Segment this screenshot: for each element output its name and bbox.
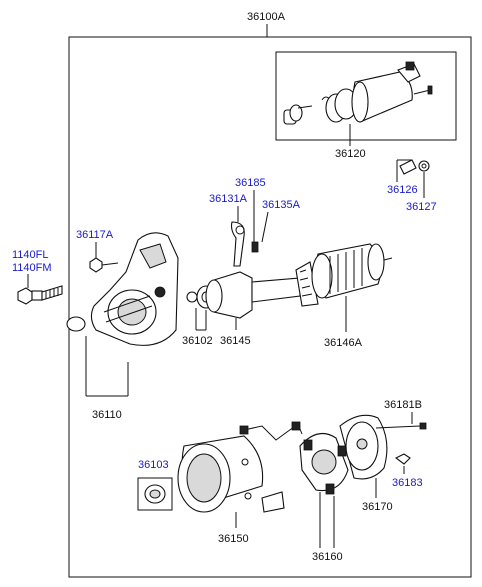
through-bolt[interactable] — [17, 285, 63, 305]
overrunning-clutch[interactable] — [205, 271, 301, 319]
label-36127: 36127 — [406, 201, 437, 213]
drive-lever[interactable] — [230, 221, 259, 267]
label-36135A: 36135A — [262, 199, 301, 211]
label-36120: 36120 — [335, 148, 366, 160]
label-36131A: 36131A — [209, 193, 248, 205]
rear-housing[interactable] — [339, 414, 427, 480]
label-36102: 36102 — [182, 335, 213, 347]
label-36117A: 36117A — [76, 229, 114, 241]
label-1140FL: 1140FL — [12, 249, 49, 261]
front-bracket[interactable] — [66, 232, 179, 346]
label-36160: 36160 — [312, 551, 343, 563]
cap-box — [137, 477, 173, 511]
armature[interactable] — [295, 243, 393, 307]
solenoid-box — [275, 51, 457, 141]
assembly-frame — [68, 36, 472, 578]
solenoid-switch[interactable] — [283, 61, 433, 125]
label-36170: 36170 — [362, 501, 393, 513]
assembly-label: 36100A — [247, 11, 286, 23]
label-36183: 36183 — [392, 477, 423, 489]
label-36146A: 36146A — [324, 337, 363, 349]
label-36145: 36145 — [220, 335, 251, 347]
leader-36135A — [261, 211, 269, 243]
label-36110: 36110 — [92, 409, 122, 421]
dust-cap[interactable] — [144, 484, 166, 504]
label-36126: 36126 — [387, 184, 418, 196]
label-36103: 36103 — [138, 459, 169, 471]
label-36181B: 36181B — [384, 399, 422, 411]
label-36150: 36150 — [218, 533, 249, 545]
nut-and-washer[interactable] — [399, 159, 430, 175]
label-1140FM: 1140FM — [12, 262, 52, 274]
label-36185: 36185 — [235, 177, 266, 189]
screw[interactable] — [89, 257, 119, 273]
yoke-assembly[interactable] — [177, 421, 303, 513]
brush-holder[interactable] — [299, 432, 349, 495]
